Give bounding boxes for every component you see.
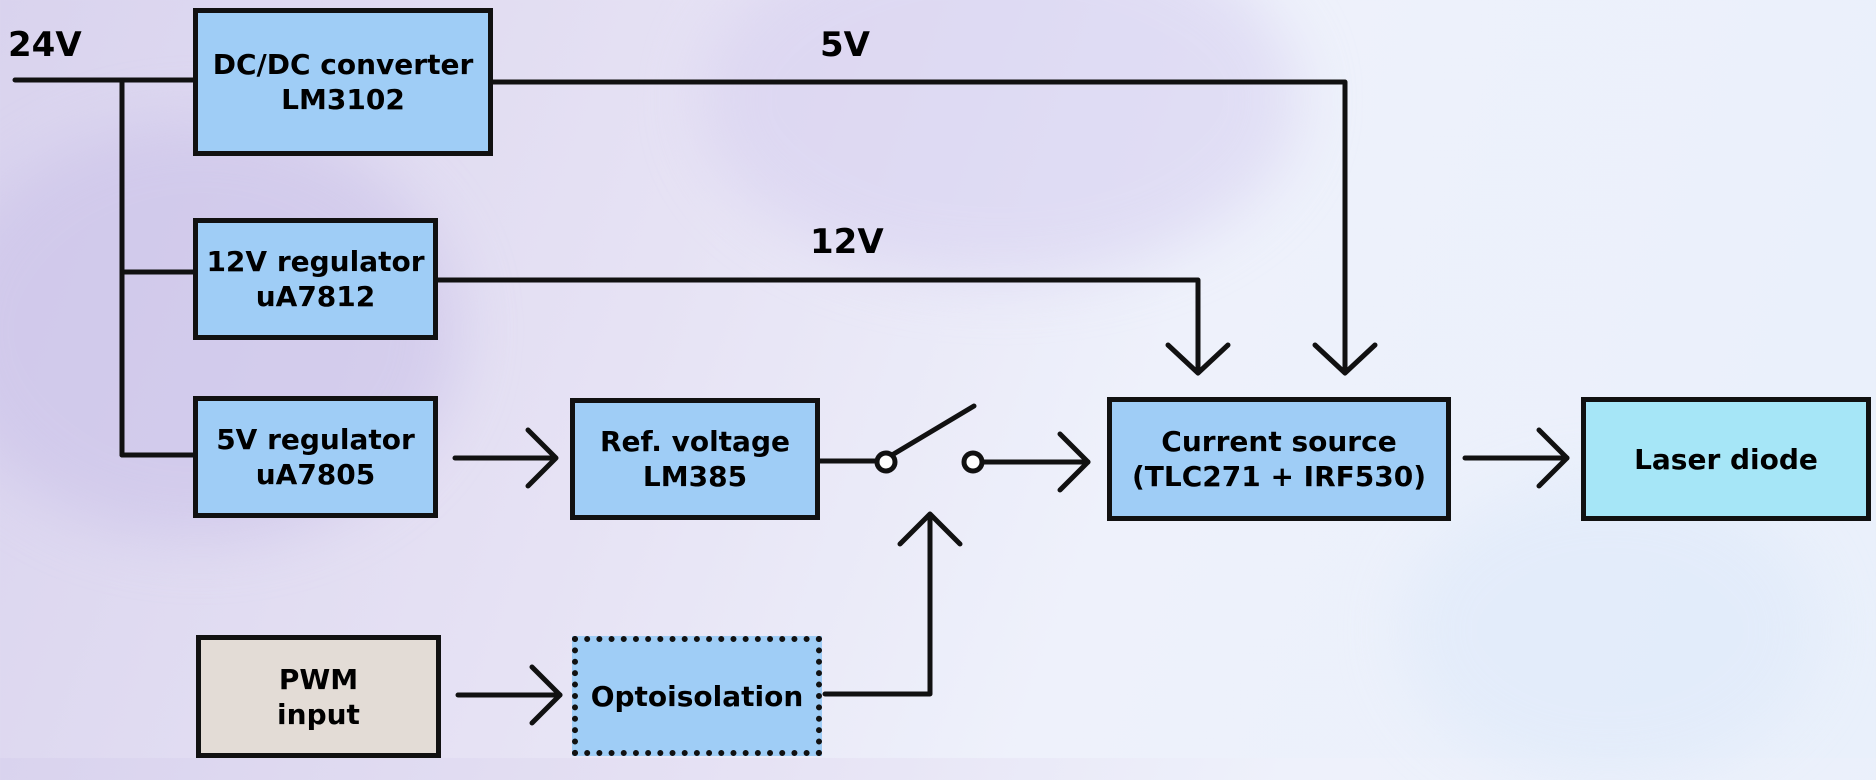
block-12v-regulator: 12V regulator uA7812 bbox=[193, 218, 438, 340]
switch-contact-left bbox=[874, 450, 898, 474]
arrow-5v-head bbox=[1312, 342, 1378, 376]
block-pwm-line2: input bbox=[277, 697, 360, 731]
arrow-opto-to-switch-head bbox=[897, 511, 963, 547]
wire-opto-to-switch bbox=[822, 517, 933, 697]
arrow-12v-head bbox=[1165, 342, 1231, 376]
block-5v-line2: uA7805 bbox=[255, 458, 376, 491]
block-12v-line2: uA7812 bbox=[255, 280, 376, 313]
wire-12v-rail bbox=[435, 277, 1201, 375]
block-opto-line1: Optoisolation bbox=[590, 679, 804, 713]
block-pwm-input: PWM input bbox=[196, 635, 441, 758]
block-pwm-line1: PWM bbox=[278, 662, 359, 696]
block-laser-diode: Laser diode bbox=[1581, 397, 1871, 521]
block-current-line1: Current source bbox=[1161, 425, 1397, 458]
arrow-reg-to-ref-head bbox=[525, 427, 559, 489]
wire-5v-rail bbox=[487, 79, 1348, 373]
arrow-pwm-to-opto-head bbox=[529, 664, 563, 726]
block-optoisolation: Optoisolation bbox=[572, 636, 822, 756]
label-12v-rail: 12V bbox=[810, 222, 884, 262]
block-ref-line1: Ref. voltage bbox=[600, 425, 790, 458]
switch-contact-right bbox=[961, 450, 985, 474]
block-12v-line1: 12V regulator bbox=[206, 245, 425, 278]
background-blob bbox=[1400, 480, 1820, 780]
arrow-current-to-laser-head bbox=[1536, 427, 1570, 489]
background-blob bbox=[700, 0, 1300, 280]
block-5v-line1: 5V regulator bbox=[216, 423, 415, 456]
switch-blade bbox=[889, 403, 977, 458]
label-5v-rail: 5V bbox=[820, 25, 870, 65]
block-current-source: Current source (TLC271 + IRF530) bbox=[1107, 397, 1451, 521]
block-ref-voltage: Ref. voltage LM385 bbox=[570, 398, 820, 520]
block-laser-line1: Laser diode bbox=[1634, 442, 1818, 476]
block-dcdc-line1: DC/DC converter bbox=[212, 48, 474, 81]
block-ref-line2: LM385 bbox=[642, 460, 748, 493]
block-dcdc-line2: LM3102 bbox=[281, 83, 405, 116]
arrow-switch-to-current-head bbox=[1057, 431, 1091, 493]
label-24v: 24V bbox=[8, 25, 82, 65]
block-dcdc-converter: DC/DC converter LM3102 bbox=[193, 8, 493, 156]
block-5v-regulator: 5V regulator uA7805 bbox=[193, 396, 438, 518]
diagram-wiring bbox=[12, 77, 1570, 726]
block-current-line2: (TLC271 + IRF530) bbox=[1131, 460, 1427, 493]
